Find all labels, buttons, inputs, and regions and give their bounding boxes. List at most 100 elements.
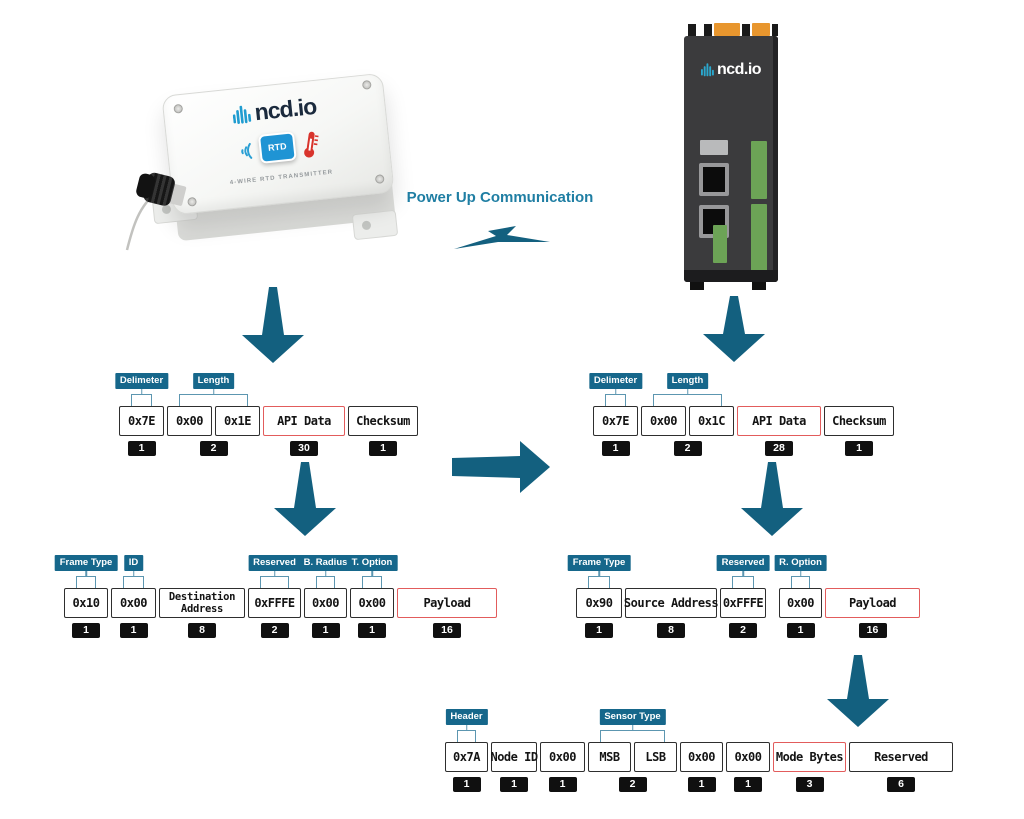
byte-box-group: 0x00	[779, 588, 822, 618]
byte-box-group: 0xFFFE	[720, 588, 766, 618]
field-label-zone	[680, 709, 723, 742]
gateway-vent-bar	[751, 141, 767, 199]
byte-count-badge: 1	[127, 441, 156, 456]
bracket-stem-line	[212, 389, 215, 394]
bracket-line	[588, 576, 610, 588]
field-label-zone: Header	[445, 709, 488, 742]
field-label-zone	[491, 709, 537, 742]
bracket-stem-line	[598, 571, 600, 576]
byte-box: 0x90	[576, 588, 622, 618]
byte-box: 0xFFFE	[720, 588, 766, 618]
field-label-zone	[159, 555, 245, 588]
byte-count-badge: 3	[795, 777, 824, 792]
gateway-foot	[752, 282, 766, 290]
field-label-zone: Length	[167, 373, 260, 406]
field-label-zone	[263, 373, 345, 406]
field-label-zone	[397, 555, 497, 588]
byte-box: Checksum	[824, 406, 894, 436]
byte-box-group: Reserved	[849, 742, 953, 772]
byte-count-badge: 1	[358, 623, 386, 638]
frame-field: API Data 28	[737, 373, 821, 456]
byte-box-group: API Data	[737, 406, 821, 436]
gateway-ethernet-port	[699, 163, 729, 196]
ncdio-logo: ncd.io	[684, 62, 778, 78]
byte-box: API Data	[263, 406, 345, 436]
frame-field: ID 0x00 1	[111, 555, 156, 638]
ncdio-hand-icon	[232, 105, 252, 124]
field-label-zone: Reserved	[716, 555, 770, 588]
field-label-chip: Reserved	[716, 555, 770, 571]
field-label-chip: Length	[192, 373, 235, 389]
arrow-sensor-to-frame	[242, 287, 304, 363]
arrow-sensor-frame-to-gateway-frame	[452, 441, 550, 493]
gateway-base	[684, 270, 778, 282]
field-label-zone: ID	[111, 555, 156, 588]
byte-box-group: 0x7E	[593, 406, 638, 436]
bracket-stem-line	[631, 725, 634, 730]
bracket-stem-line	[371, 571, 373, 576]
byte-count-badge: 2	[199, 441, 228, 456]
byte-count-badge: 1	[119, 623, 148, 638]
byte-count-badge: 1	[548, 777, 577, 792]
byte-box: 0x00	[726, 742, 770, 772]
byte-box: 0x00	[779, 588, 822, 618]
byte-box-group: API Data	[263, 406, 345, 436]
byte-box: Reserved	[849, 742, 953, 772]
gateway-sd-slot	[700, 140, 728, 155]
bracket-line	[605, 394, 626, 406]
byte-box-group: Mode Bytes	[773, 742, 846, 772]
bracket-stem-line	[686, 389, 689, 394]
field-label-zone	[849, 709, 953, 742]
byte-box: 0x00	[111, 588, 156, 618]
gateway-terminal-nub	[742, 24, 750, 36]
arrow-payload-to-payload-frame	[827, 655, 889, 727]
field-label-chip: Length	[666, 373, 709, 389]
sensor-device-photo: ncd.io RTD	[125, 72, 405, 251]
byte-box-group: 0x90	[576, 588, 622, 618]
field-label-zone	[726, 709, 770, 742]
byte-count-badge: 1	[845, 441, 873, 456]
field-label-zone: Length	[641, 373, 734, 406]
bracket-line	[179, 394, 248, 406]
bracket-stem-line	[132, 571, 135, 576]
field-label-chip: Reserved	[248, 555, 301, 571]
byte-count-badge: 28	[765, 441, 793, 456]
byte-box: LSB	[634, 742, 677, 772]
byte-box-group: 0xFFFE	[248, 588, 301, 618]
gateway-terminal-nub	[772, 24, 778, 36]
field-label-zone	[825, 555, 920, 588]
field-label-zone	[625, 555, 717, 588]
bracket-stem-line	[324, 571, 327, 576]
byte-box: Destination Address	[159, 588, 245, 618]
gateway-enclosure: ncd.io	[684, 36, 778, 282]
frame-field: Mode Bytes 3	[773, 709, 846, 792]
field-label-chip: T. Option	[346, 555, 398, 571]
bracket-stem-line	[742, 571, 744, 576]
field-label-zone	[540, 709, 585, 742]
field-label-chip: ID	[123, 555, 144, 571]
screw-icon	[187, 196, 198, 207]
byte-count-badge: 1	[500, 777, 528, 792]
byte-count-badge: 2	[729, 623, 757, 638]
byte-box-group: 0x00	[111, 588, 156, 618]
bracket-stem-line	[799, 571, 802, 576]
byte-box: MSB	[588, 742, 631, 772]
byte-box: 0x7E	[119, 406, 164, 436]
byte-count-badge: 8	[188, 623, 216, 638]
field-label-zone: Delimeter	[588, 373, 643, 406]
